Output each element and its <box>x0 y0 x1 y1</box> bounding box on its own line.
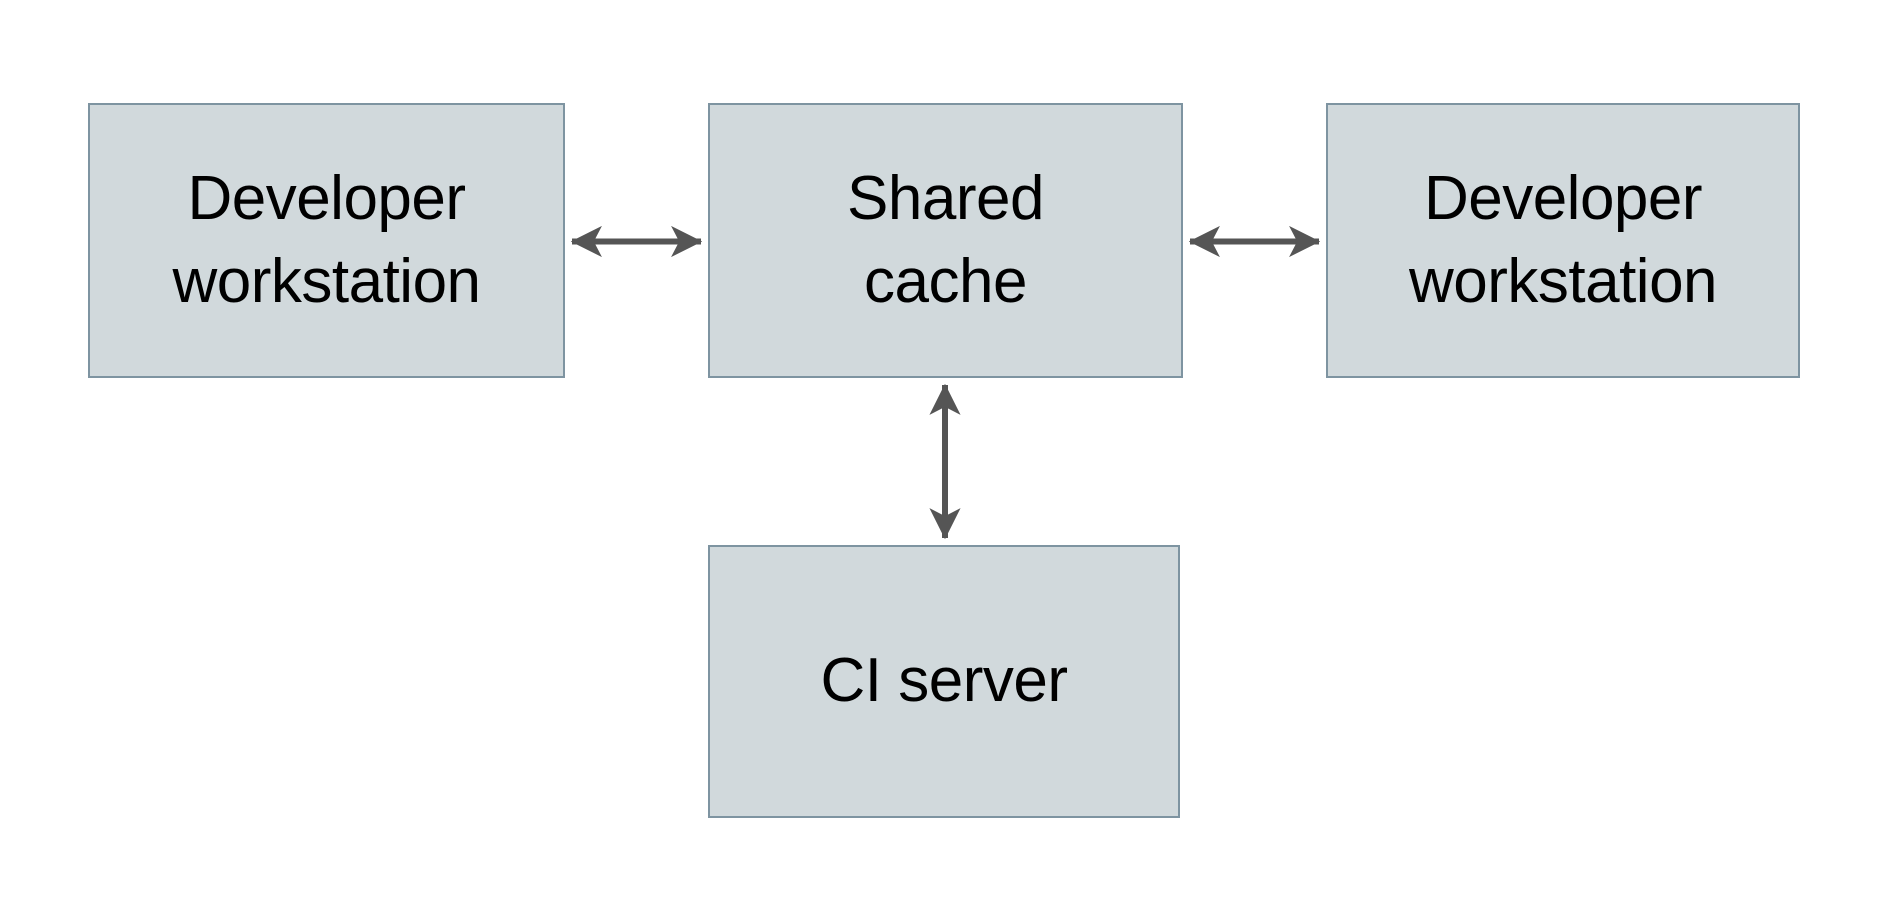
node-developer-workstation-right[interactable]: Developer workstation <box>1326 103 1800 378</box>
node-label: Developer workstation <box>172 164 481 316</box>
node-developer-workstation-left[interactable]: Developer workstation <box>88 103 565 378</box>
node-label: Developer workstation <box>1408 164 1718 316</box>
node-ci-server[interactable]: CI server <box>708 545 1180 818</box>
node-shared-cache[interactable]: Shared cache <box>708 103 1183 378</box>
node-label: CI server <box>820 646 1068 716</box>
node-label: Shared cache <box>847 164 1044 316</box>
